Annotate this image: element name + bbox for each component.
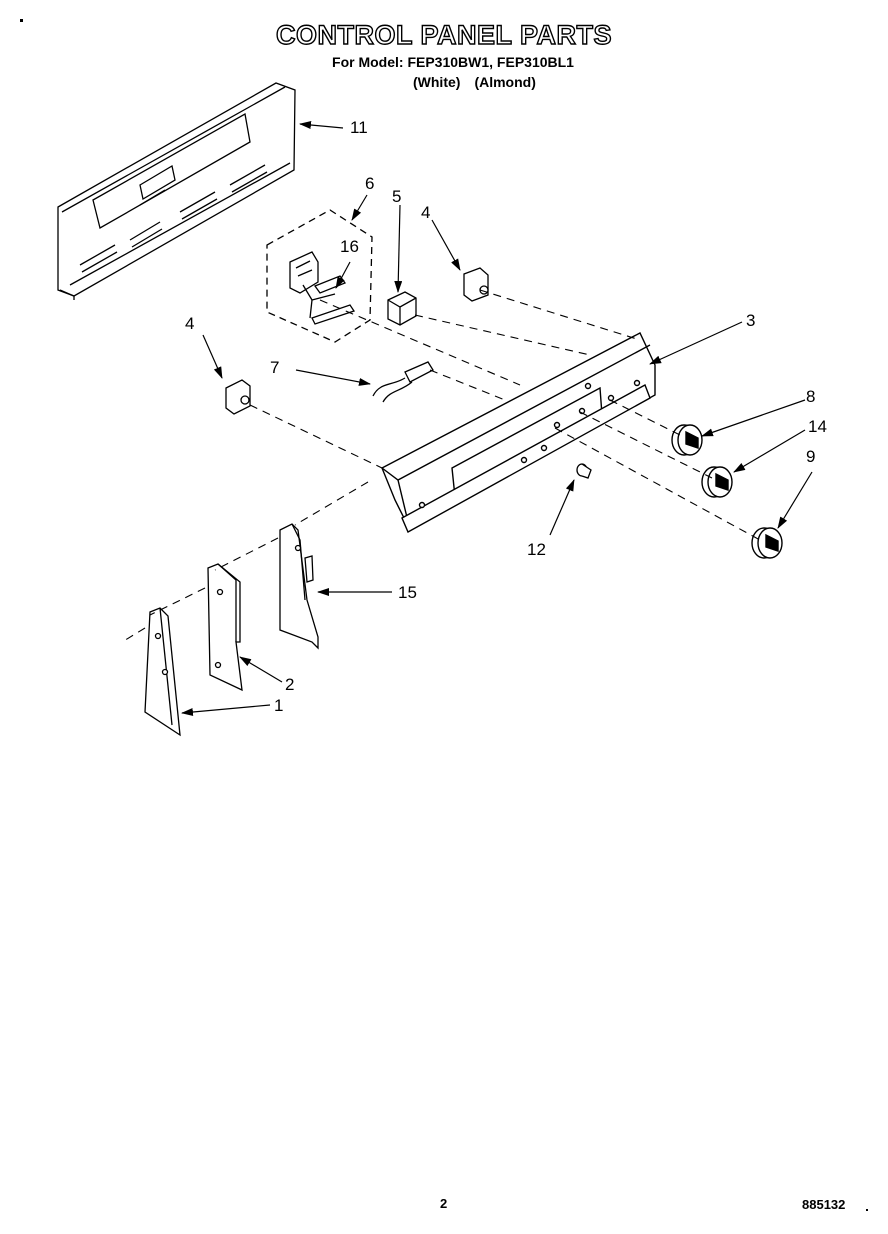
model-subtitle: For Model: FEP310BW1, FEP310BL1 (332, 54, 574, 70)
part-4-infinite-switch-upper (463, 267, 489, 302)
part-5-switch (387, 291, 417, 326)
callout-5: 5 (392, 187, 401, 206)
part-2-bracket (207, 563, 243, 692)
callout-14: 14 (808, 417, 827, 436)
callout-6: 6 (365, 174, 374, 193)
callout-4-lower: 4 (185, 314, 194, 333)
variant-white: (White) (413, 74, 461, 90)
part-6-switch-assembly (266, 209, 373, 343)
callout-2: 2 (285, 675, 294, 694)
variant-almond: (Almond) (474, 74, 536, 90)
callout-labels: 11 6 5 4 16 3 4 7 8 14 9 12 15 2 1 (185, 118, 827, 715)
part-9-knob (751, 527, 783, 559)
part-3-control-console (381, 332, 656, 533)
callout-3: 3 (746, 311, 755, 330)
callout-15: 15 (398, 583, 417, 602)
part-1-bracket (144, 607, 181, 737)
page-title: CONTROL PANEL PARTS (275, 19, 613, 50)
part-4-infinite-switch-lower (225, 379, 251, 415)
callout-arrows (181, 121, 813, 716)
part-8-knob (671, 424, 703, 456)
part-7-wire-harness (372, 361, 434, 403)
assembly-lines (121, 289, 761, 643)
corner-mark (20, 19, 23, 22)
callout-12: 12 (527, 540, 546, 559)
callout-16: 16 (340, 237, 359, 256)
part-12-indicator-light (576, 463, 592, 479)
callout-8: 8 (806, 387, 815, 406)
page-number: 2 (440, 1196, 448, 1211)
part-15-bracket (279, 523, 319, 650)
callout-7: 7 (270, 358, 279, 377)
end-mark (866, 1209, 868, 1211)
part-11-back-panel (57, 82, 296, 300)
callout-11: 11 (350, 118, 368, 137)
document-number: 885132 (802, 1197, 846, 1212)
callout-4-upper: 4 (421, 203, 430, 222)
callout-9: 9 (806, 447, 815, 466)
callout-1: 1 (274, 696, 283, 715)
part-14-knob (701, 466, 733, 498)
color-variants: (White) (Almond) (413, 74, 550, 90)
